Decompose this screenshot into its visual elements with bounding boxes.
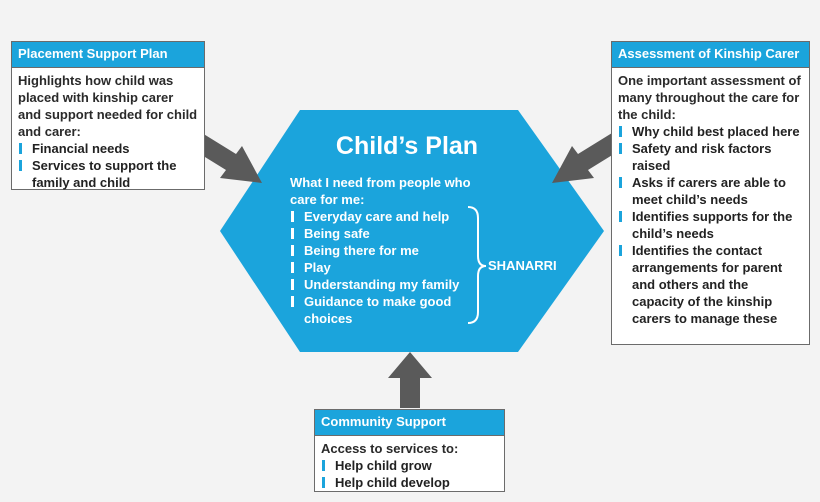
childs-plan-title: Child’s Plan	[335, 132, 479, 160]
arrow-right	[552, 133, 622, 183]
list-item: Identifies supports for the child’s need…	[618, 208, 803, 242]
bullet-bar-icon	[19, 160, 22, 171]
list-item: Identifies the contact arrangements for …	[618, 242, 803, 327]
placement-list: Financial needs Services to support the …	[18, 140, 198, 191]
list-item: Understanding my family	[290, 276, 480, 293]
list-item: Help child grow	[321, 457, 498, 474]
bullet-bar-icon	[619, 126, 622, 137]
assessment-kinship-carer-box: Assessment of Kinship Carer One importan…	[611, 41, 810, 345]
bullet-bar-icon	[291, 296, 294, 307]
arrow-left	[192, 133, 262, 183]
list-item: Why child best placed here	[618, 123, 803, 140]
arrow-up	[388, 352, 432, 408]
assessment-list: Why child best placed here Safety and ri…	[618, 123, 803, 327]
bullet-bar-icon	[291, 262, 294, 273]
bullet-bar-icon	[291, 211, 294, 222]
list-item: Play	[290, 259, 480, 276]
list-item: Everyday care and help	[290, 208, 480, 225]
bullet-bar-icon	[619, 177, 622, 188]
placement-intro: Highlights how child was placed with kin…	[18, 73, 198, 139]
bullet-bar-icon	[322, 460, 325, 471]
bullet-bar-icon	[619, 245, 622, 256]
list-item: Help child develop	[321, 474, 498, 491]
assessment-intro: One important assessment of many through…	[618, 73, 801, 122]
list-item: Financial needs	[18, 140, 198, 157]
bullet-bar-icon	[19, 143, 22, 154]
list-item: Guidance to make good choices	[290, 293, 480, 327]
bullet-bar-icon	[291, 279, 294, 290]
bullet-bar-icon	[322, 477, 325, 488]
bullet-bar-icon	[619, 143, 622, 154]
list-item: Safety and risk factors raised	[618, 140, 803, 174]
bullet-bar-icon	[291, 245, 294, 256]
bullet-bar-icon	[291, 228, 294, 239]
community-list: Help child grow Help child develop	[321, 457, 498, 491]
community-support-box: Community Support Access to services to:…	[314, 409, 505, 492]
shanarri-brace	[467, 206, 487, 324]
shanarri-label: SHANARRI	[488, 258, 557, 273]
community-intro: Access to services to:	[321, 441, 459, 456]
assessment-title: Assessment of Kinship Carer	[612, 42, 809, 68]
childs-plan-hexagon	[220, 110, 604, 352]
bullet-bar-icon	[619, 211, 622, 222]
placement-title: Placement Support Plan	[12, 42, 204, 68]
childs-plan-body: What I need from people who care for me:…	[290, 174, 480, 327]
list-item: Services to support the family and child	[18, 157, 198, 191]
placement-support-plan-box: Placement Support Plan Highlights how ch…	[11, 41, 205, 190]
list-item: Being safe	[290, 225, 480, 242]
childs-plan-list: Everyday care and help Being safe Being …	[290, 208, 480, 327]
list-item: Asks if carers are able to meet child’s …	[618, 174, 803, 208]
community-title: Community Support	[315, 410, 504, 436]
list-item: Being there for me	[290, 242, 480, 259]
childs-plan-intro: What I need from people who care for me:	[290, 175, 471, 207]
